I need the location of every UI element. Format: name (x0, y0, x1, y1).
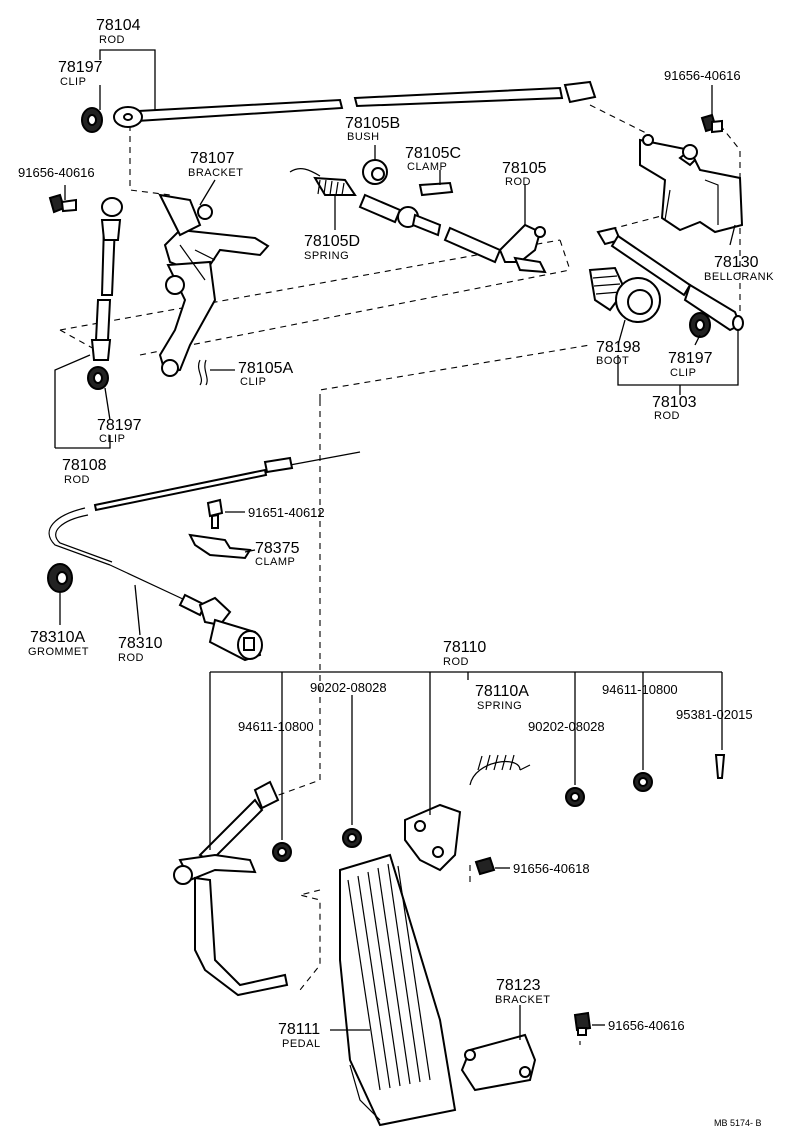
label-78105b-name: BUSH (347, 131, 380, 143)
rod-78105 (289, 168, 547, 274)
label-78197b-name: CLIP (99, 433, 125, 445)
label-78105d-name: SPRING (304, 250, 349, 262)
label-78310a-name: GROMMET (28, 646, 89, 658)
label-78105b-number: 78105B (345, 115, 400, 132)
footer-code: MB 5174- B (714, 1118, 762, 1128)
part-labels: 78104 ROD 78197 CLIP 78107 BRACKET 91656… (18, 17, 774, 1128)
bracket-78107 (158, 193, 270, 377)
label-78110a-name: SPRING (477, 700, 522, 712)
label-78105-name: ROD (505, 176, 531, 188)
label-78108-name: ROD (64, 474, 90, 486)
label-78310a-number: 78310A (30, 629, 85, 646)
bush-78105b (362, 159, 388, 185)
label-78105c-number: 78105C (405, 145, 461, 162)
label-78105a-name: CLIP (240, 376, 266, 388)
rod-78110 (173, 780, 289, 997)
label-78110-number: 78110 (443, 639, 486, 656)
label-78130-name: BELLCRANK (704, 271, 774, 283)
label-78105d-number: 78105D (304, 233, 360, 250)
label-91651-number: 91651-40612 (248, 505, 325, 520)
label-78123-name: BRACKET (495, 994, 550, 1006)
bolt-91656-40618 (474, 856, 496, 876)
washer-90202-a (342, 828, 362, 848)
washer-94611-a (272, 842, 292, 862)
rod-78104 (81, 80, 597, 133)
boot-78198 (588, 266, 661, 323)
label-91656d-number: 91656-40616 (608, 1018, 685, 1033)
label-78103-name: ROD (654, 410, 680, 422)
label-78197c-number: 78197 (668, 350, 713, 367)
label-78197b-number: 78197 (97, 417, 142, 434)
label-78108-number: 78108 (62, 457, 107, 474)
label-78105a-number: 78105A (238, 360, 293, 377)
label-78104-number: 78104 (96, 17, 141, 34)
label-78123-number: 78123 (496, 977, 541, 994)
label-91656b-number: 91656-40616 (664, 68, 741, 83)
label-78107-name: BRACKET (188, 167, 243, 179)
clip-78105a (197, 359, 208, 386)
label-91656c-number: 91656-40618 (513, 861, 590, 876)
label-78103-number: 78103 (652, 394, 697, 411)
bolt-91656-left (48, 193, 77, 214)
label-94611a-number: 94611-10800 (238, 719, 314, 734)
washer-90202-b (565, 787, 585, 807)
spring-78110a (404, 754, 531, 872)
washer-94611-b (633, 772, 653, 792)
label-91656a-number: 91656-40616 (18, 165, 95, 180)
label-78198-number: 78198 (596, 339, 641, 356)
bolt-91656-bottom (573, 1011, 592, 1036)
clip-78197-right (689, 312, 711, 338)
label-78375-number: 78375 (255, 540, 300, 557)
label-94611b-number: 94611-10800 (602, 682, 678, 697)
label-78105-number: 78105 (502, 160, 547, 177)
pin-95381 (714, 754, 726, 779)
label-78110-name: ROD (443, 656, 469, 668)
label-78310-name: ROD (118, 652, 144, 664)
label-78130-number: 78130 (714, 254, 759, 271)
rod-78310 (48, 451, 361, 662)
label-78110a-number: 78110A (475, 683, 529, 700)
leader-lines (54, 49, 739, 1040)
label-90202a-number: 90202-08028 (310, 680, 387, 695)
clamp-78375 (188, 533, 252, 560)
label-78111-name: PEDAL (282, 1038, 321, 1050)
rod-78108 (87, 197, 123, 390)
bolt-91651 (206, 498, 224, 529)
bracket-78123 (460, 1033, 537, 1092)
label-78198-name: BOOT (596, 355, 629, 367)
label-78111-number: 78111 (278, 1021, 320, 1038)
label-78105c-name: CLAMP (407, 161, 447, 173)
grommet-78310a (47, 563, 73, 593)
label-78375-name: CLAMP (255, 556, 295, 568)
label-78310-number: 78310 (118, 635, 163, 652)
label-78197a-number: 78197 (58, 59, 103, 76)
label-78104-name: ROD (99, 34, 125, 46)
label-78107-number: 78107 (190, 150, 235, 167)
bellcrank-78130 (639, 134, 744, 234)
label-95381-number: 95381-02015 (676, 707, 753, 722)
bolt-91656-right (700, 113, 723, 134)
clamp-78105c (418, 181, 454, 197)
rod-78103 (596, 226, 744, 332)
pedal-78111 (339, 853, 457, 1127)
label-90202b-number: 90202-08028 (528, 719, 605, 734)
label-78197a-name: CLIP (60, 76, 86, 88)
label-78197c-name: CLIP (670, 367, 696, 379)
